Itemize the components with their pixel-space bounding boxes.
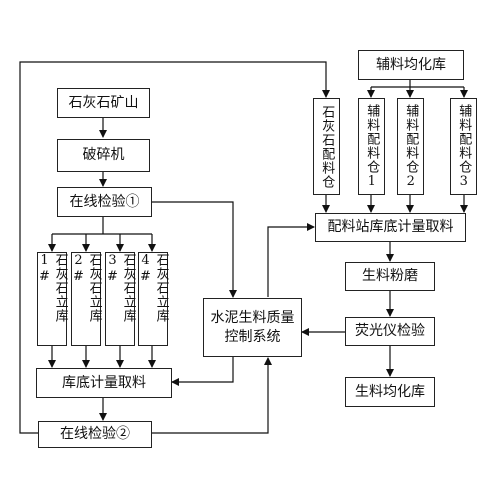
batching-metering-node: 配料站库底计量取料 <box>315 213 466 242</box>
raw-homogenizing-node: 生料均化库 <box>345 377 435 407</box>
limestone-silo-1: 石灰石立库1# <box>37 252 68 346</box>
xrf-test-node: 荧光仪检验 <box>345 317 435 346</box>
online-test-1-node: 在线检验① <box>57 187 152 217</box>
limestone-silo-3: 石灰石立库3# <box>105 252 136 346</box>
top-silo-aux-1: 辅料配料仓1 <box>358 98 385 195</box>
limestone-silo-2: 石灰石立库2# <box>71 252 102 346</box>
top-silo-limestone: 石灰石配料仓 <box>313 98 340 195</box>
top-silo-aux-3: 辅料配料仓3 <box>450 98 477 195</box>
bottom-metering-node: 库底计量取料 <box>36 368 172 398</box>
quality-control-node: 水泥生料质量控制系统 <box>203 298 302 357</box>
crusher-node: 破碎机 <box>57 139 150 172</box>
quarry-node: 石灰石矿山 <box>57 88 150 118</box>
aux-homogenizing-node: 辅料均化库 <box>358 50 464 80</box>
online-test-2-node: 在线检验② <box>38 421 152 448</box>
raw-mill-node: 生料粉磨 <box>345 262 435 291</box>
top-silo-aux-2: 辅料配料仓2 <box>397 98 424 195</box>
limestone-silo-4: 石灰石立库4# <box>138 252 169 346</box>
